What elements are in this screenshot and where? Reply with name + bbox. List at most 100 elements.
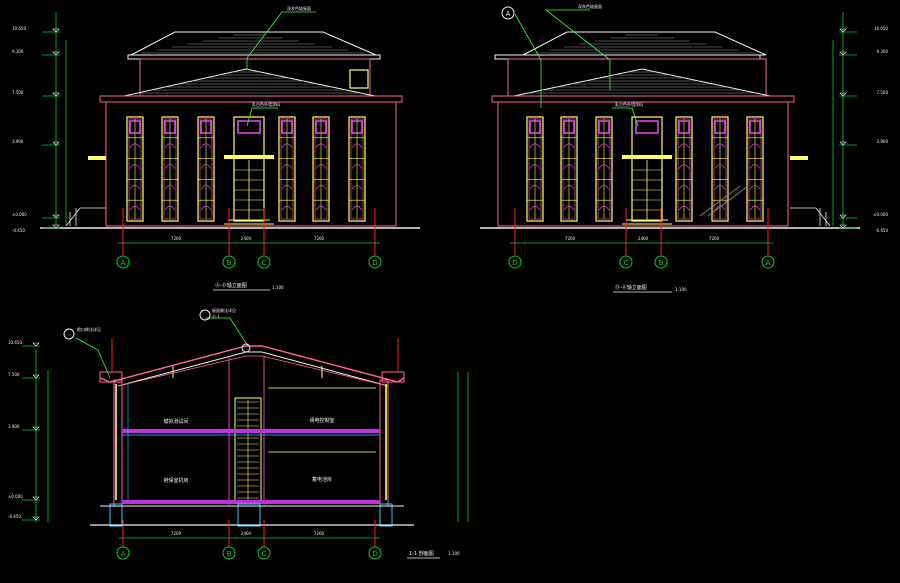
window-arch-detail xyxy=(714,143,726,148)
axis-bubble: A xyxy=(761,255,775,269)
window-arch-detail xyxy=(200,205,212,211)
window-arch-detail xyxy=(749,185,761,190)
window-frame xyxy=(595,116,613,222)
facade-windows xyxy=(526,116,764,222)
window-fanlight xyxy=(598,120,610,134)
entrance-canopy xyxy=(224,155,274,159)
window-arch-detail xyxy=(714,205,726,211)
window-arch-detail xyxy=(749,205,761,211)
level-tick xyxy=(22,516,40,521)
level-value: 7.500 xyxy=(12,90,24,95)
floor-slabs xyxy=(90,383,414,527)
facade-window xyxy=(278,116,296,222)
marker-label: A xyxy=(506,10,511,18)
window-arch-detail xyxy=(200,185,212,190)
window-fanlight xyxy=(129,120,141,134)
window-arch-detail xyxy=(129,164,141,169)
level-triangle xyxy=(52,51,60,56)
facade-window xyxy=(161,116,179,222)
drawing-scale: 1:100 xyxy=(675,287,687,292)
dim-text: 7200 xyxy=(171,531,182,536)
window-fanlight xyxy=(315,120,327,134)
dim-text: 7200 xyxy=(314,531,325,536)
window-arch-detail xyxy=(200,143,212,148)
window-arch-detail xyxy=(714,164,726,169)
window-arch-detail xyxy=(678,205,690,211)
window-arch-detail xyxy=(563,143,575,148)
window-arch-detail xyxy=(529,143,541,148)
facade-window xyxy=(746,116,764,222)
room-label: 模拟测试间 xyxy=(163,418,188,425)
level-tick xyxy=(839,51,857,56)
level-triangle xyxy=(839,92,847,97)
side-canopy xyxy=(790,156,808,160)
window-fanlight xyxy=(749,120,761,134)
level-tick xyxy=(839,224,857,229)
window-arch-detail xyxy=(678,185,690,190)
callout-text: 乳白色外墙涂料 xyxy=(252,101,280,107)
side-ramp-railing xyxy=(699,185,831,227)
side-ramp-railing xyxy=(65,207,106,227)
axis-bubble: C xyxy=(619,255,633,269)
facade-window xyxy=(197,116,215,222)
window-arch-detail xyxy=(315,185,327,190)
window-fanlight xyxy=(200,120,212,134)
level-tick xyxy=(839,141,857,146)
level-triangle xyxy=(839,214,847,219)
window-arch-detail xyxy=(315,143,327,148)
window-arch-detail xyxy=(678,143,690,148)
level-tick xyxy=(42,141,60,146)
level-tick xyxy=(839,214,857,219)
level-value: 3.900 xyxy=(877,139,889,144)
level-tick xyxy=(42,92,60,97)
level-value: 3.900 xyxy=(8,424,20,429)
window-arch-detail xyxy=(678,164,690,169)
window-frame xyxy=(312,116,330,222)
window-arch-detail xyxy=(351,143,363,148)
level-value: 7.500 xyxy=(877,90,889,95)
section-1-1: 模拟测试间 阀电控制室 继保室机房 蓄电池房 屋面做法详见 Ⓕ-1 檐口做法详见… xyxy=(8,307,469,560)
level-triangle xyxy=(32,516,40,521)
window-arch-detail xyxy=(129,205,141,211)
axis-label: C xyxy=(262,259,267,267)
dim-text: 2400 xyxy=(241,531,252,536)
window-fanlight xyxy=(164,120,176,134)
drawing-scale: 1:100 xyxy=(448,551,460,556)
axis-lines xyxy=(122,208,376,255)
callout-text: Ⓕ-1 xyxy=(212,313,220,319)
axis-bubble: B xyxy=(654,255,668,269)
axis-label: D xyxy=(372,550,377,558)
level-value: ±0.000 xyxy=(8,494,23,499)
room-label: 蓄电池房 xyxy=(312,476,332,483)
level-triangle xyxy=(52,28,60,33)
door-fanlight xyxy=(237,120,261,134)
level-triangle xyxy=(32,342,40,347)
axis-lines xyxy=(514,208,769,255)
level-tick xyxy=(42,224,60,229)
entrance-steps xyxy=(224,219,274,225)
level-triangle xyxy=(32,426,40,431)
level-triangle xyxy=(839,141,847,146)
window-arch-detail xyxy=(281,143,293,148)
window-arch-detail xyxy=(563,164,575,169)
facade-window xyxy=(312,116,330,222)
window-arch-detail xyxy=(351,164,363,169)
window-fanlight xyxy=(714,120,726,134)
axis-label: A xyxy=(766,259,771,267)
axis-label: C xyxy=(624,259,629,267)
facade-window xyxy=(348,116,366,222)
axis-label: B xyxy=(227,259,232,267)
level-value: 10.650 xyxy=(874,26,888,31)
axis-label: A xyxy=(121,550,126,558)
callout-text: 乳白色外墙涂料 xyxy=(615,101,643,107)
window-arch-detail xyxy=(200,164,212,169)
level-triangle xyxy=(839,224,847,229)
window-frame xyxy=(197,116,215,222)
window-arch-detail xyxy=(598,143,610,148)
callout-text: 深灰色坡屋面 xyxy=(287,5,311,11)
level-triangle xyxy=(52,214,60,219)
axis-bubble: B xyxy=(222,546,236,560)
